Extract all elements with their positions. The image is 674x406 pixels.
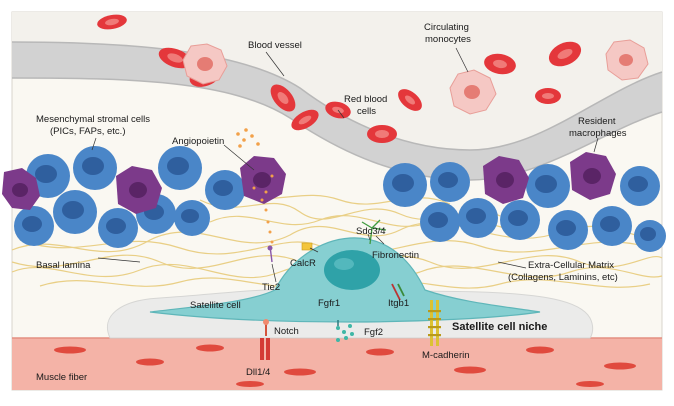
label-resident-macrophages-1: Resident <box>578 116 616 127</box>
stromal-cell <box>458 198 498 238</box>
muscle-nuclei <box>54 344 636 387</box>
muscle-fiber <box>12 338 662 390</box>
label-basal-lamina: Basal lamina <box>36 260 91 271</box>
label-fgfr1: Fgfr1 <box>318 298 340 309</box>
red-blood-cell <box>535 88 561 104</box>
stromal-cell <box>592 206 632 246</box>
label-red-blood-cells-1: Red blood <box>344 94 387 105</box>
angiopoietin-molecules <box>236 128 274 244</box>
mesenchymal-stromal-cells-right <box>383 162 666 252</box>
macrophage <box>483 156 529 204</box>
vessel-upper-wall <box>12 12 662 150</box>
red-blood-cell <box>291 109 319 131</box>
itgb1-receptor <box>391 283 405 301</box>
label-dll: Dll1/4 <box>246 367 270 378</box>
label-satellite-cell: Satellite cell <box>190 300 241 311</box>
stromal-cell <box>620 166 660 206</box>
label-mesenchymal-2: (PICs, FAPs, etc.) <box>50 126 126 137</box>
stromal-cell <box>53 190 97 234</box>
fgf2-molecules <box>336 324 354 342</box>
stromal-cell <box>73 146 117 190</box>
red-blood-cell <box>548 41 582 67</box>
vessel-edge-bottom <box>11 77 663 181</box>
label-itgb1: Itgb1 <box>388 298 409 309</box>
red-blood-cell <box>398 89 422 111</box>
red-blood-cell <box>270 84 296 112</box>
red-blood-cell <box>367 125 397 143</box>
tie2-receptor <box>267 245 273 263</box>
macrophages <box>2 152 616 214</box>
label-mesenchymal-1: Mesenchymal stromal cells <box>36 114 150 125</box>
stromal-cell <box>98 208 138 248</box>
leader-lines <box>91 47 599 283</box>
notch-receptor <box>263 319 269 336</box>
label-blood-vessel: Blood vessel <box>248 40 302 51</box>
stromal-cell <box>500 200 540 240</box>
macrophage <box>2 168 40 210</box>
label-muscle-fiber: Muscle fiber <box>36 372 87 383</box>
label-calcr: CalcR <box>290 258 316 269</box>
label-angiopoietin: Angiopoietin <box>172 136 224 147</box>
label-red-blood-cells-2: cells <box>357 106 376 117</box>
red-blood-cells <box>97 14 582 143</box>
label-satellite-cell-niche: Satellite cell niche <box>452 321 547 333</box>
m-cadherin <box>428 300 441 346</box>
red-blood-cell <box>158 47 192 69</box>
label-circulating-monocytes-1: Circulating <box>424 22 469 33</box>
macrophage <box>570 152 616 200</box>
sdc-fibronectin <box>361 219 387 245</box>
mesenchymal-stromal-cells-left <box>14 146 245 248</box>
label-ecm-1: Extra-Cellular Matrix <box>528 260 614 271</box>
stromal-cell <box>174 200 210 236</box>
monocyte <box>605 39 649 81</box>
monocyte <box>182 43 228 85</box>
stromal-cell <box>420 202 460 242</box>
stromal-cell <box>548 210 588 250</box>
vessel-edge-top <box>11 41 663 151</box>
monocyte <box>449 69 497 115</box>
label-tie2: Tie2 <box>262 282 280 293</box>
red-blood-cell <box>97 14 127 30</box>
label-notch: Notch <box>274 326 299 337</box>
circulating-monocytes <box>182 39 649 115</box>
dll-ligand <box>260 338 270 360</box>
stromal-cell <box>526 164 570 208</box>
label-ecm-2: (Collagens, Laminins, etc) <box>508 272 618 283</box>
label-resident-macrophages-2: macrophages <box>569 128 627 139</box>
label-fgf2: Fgf2 <box>364 327 383 338</box>
blood-vessel-lumen <box>12 42 662 180</box>
labels: Blood vessel Circulating monocytes Red b… <box>36 22 627 383</box>
calcr-receptor <box>301 242 313 251</box>
stromal-cell <box>205 170 245 210</box>
label-sdc: Sdc3/4 <box>356 226 386 237</box>
stromal-cell <box>14 206 54 246</box>
stromal-cell <box>383 163 427 207</box>
stromal-cell <box>634 220 666 252</box>
stromal-cell <box>158 146 202 190</box>
red-blood-cell <box>484 53 516 75</box>
label-circulating-monocytes-2: monocytes <box>425 34 471 45</box>
macrophage <box>116 166 162 214</box>
label-fibronectin: Fibronectin <box>372 250 419 261</box>
stromal-cell <box>430 162 470 202</box>
label-m-cadherin: M-cadherin <box>422 350 470 361</box>
